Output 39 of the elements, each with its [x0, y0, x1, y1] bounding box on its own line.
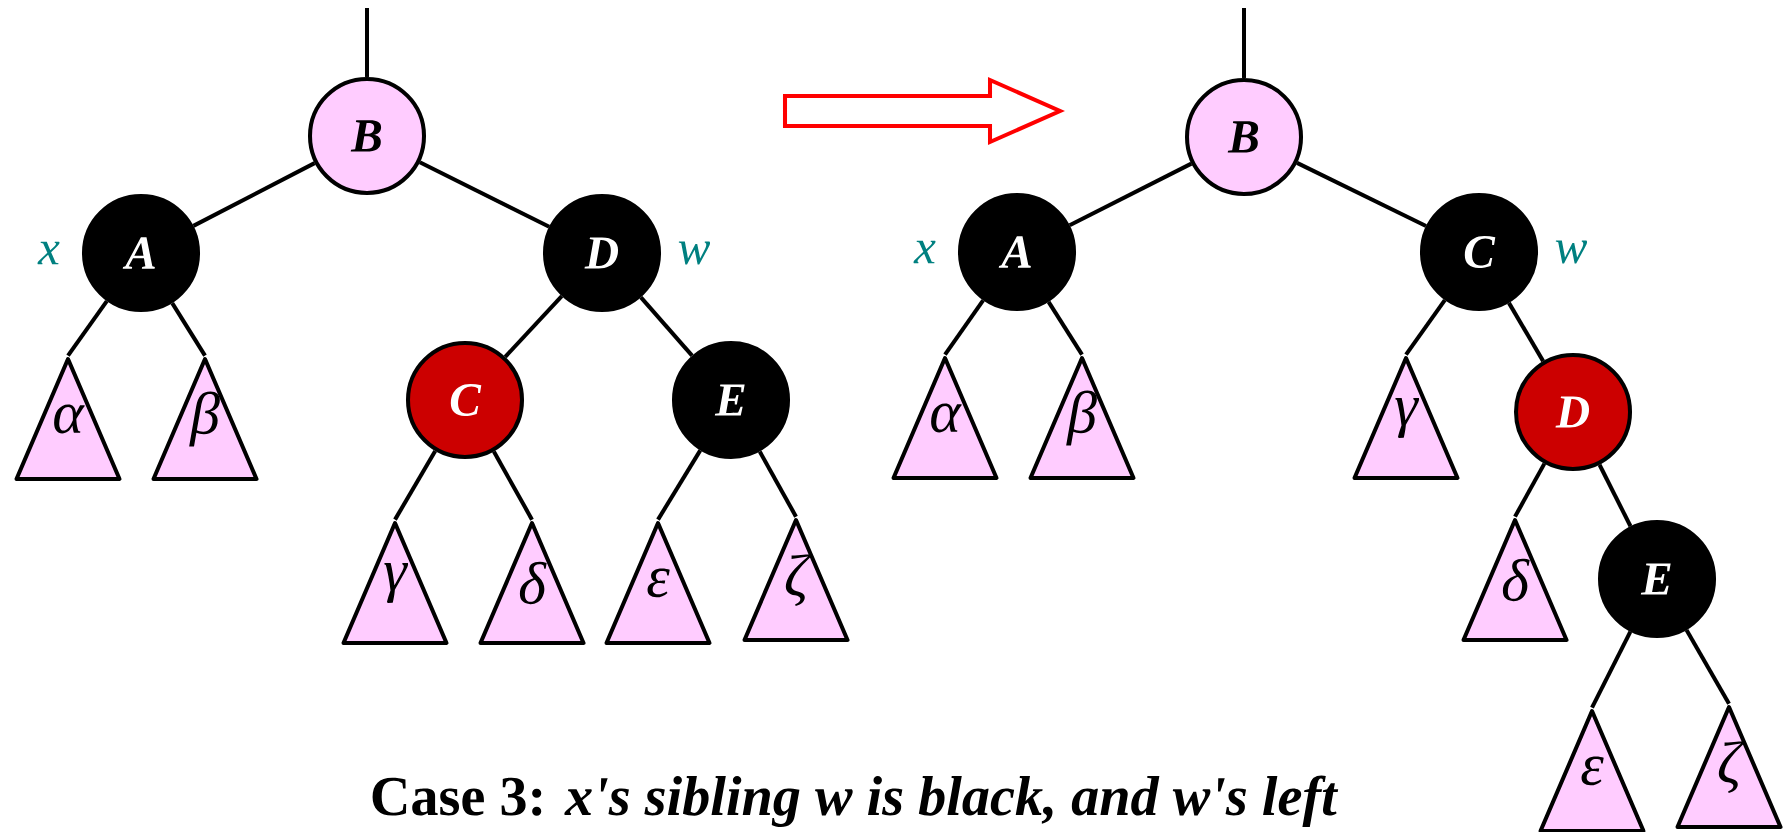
tree-edge: [1590, 630, 1633, 709]
tree-edge: [393, 449, 437, 521]
tree-edge: [492, 450, 534, 521]
subtree-triangle: γ: [1352, 355, 1460, 480]
subtree-triangle: ε: [1538, 708, 1646, 832]
subtree-triangle: α: [891, 355, 999, 480]
tree-edge: [192, 161, 316, 228]
tree-edge: [170, 302, 207, 357]
tree-edge: [418, 160, 551, 229]
tree-edge: [1684, 629, 1731, 705]
tree-edge: [1242, 8, 1247, 78]
subtree-triangle: δ: [478, 521, 586, 645]
tree-edge: [66, 299, 109, 357]
title: Case 3: x's sibling w is black, and w's left: [372, 775, 1339, 827]
tree-edge: [1597, 463, 1633, 528]
subtree-triangle: β: [151, 356, 259, 481]
subtree-triangle: ε: [604, 521, 712, 645]
tree-edge: [365, 8, 370, 77]
tree-edge: [943, 299, 985, 356]
tree-edge: [1404, 298, 1447, 356]
pointer-label: x: [37, 241, 60, 265]
pointer-label: w: [678, 241, 711, 265]
subtree-triangle: α: [14, 356, 122, 481]
pointer-label: x: [913, 240, 936, 264]
subtree-triangle: β: [1028, 355, 1136, 480]
tree-edge: [656, 449, 702, 521]
tree-edge: [1513, 462, 1547, 518]
tree-edge: [1507, 301, 1545, 363]
tree-edge: [757, 450, 798, 518]
tree-edge: [639, 296, 694, 357]
tree-edge: [1046, 300, 1084, 356]
subtree-triangle: γ: [341, 521, 449, 645]
subtree-triangle: ζ: [742, 517, 850, 642]
tree-edge: [1296, 161, 1427, 228]
pointer-label: w: [1555, 240, 1588, 264]
subtree-triangle: ζ: [1675, 705, 1783, 829]
subtree-triangle: δ: [1461, 517, 1569, 642]
tree-edge: [1068, 161, 1193, 228]
tree-edge: [503, 294, 564, 359]
